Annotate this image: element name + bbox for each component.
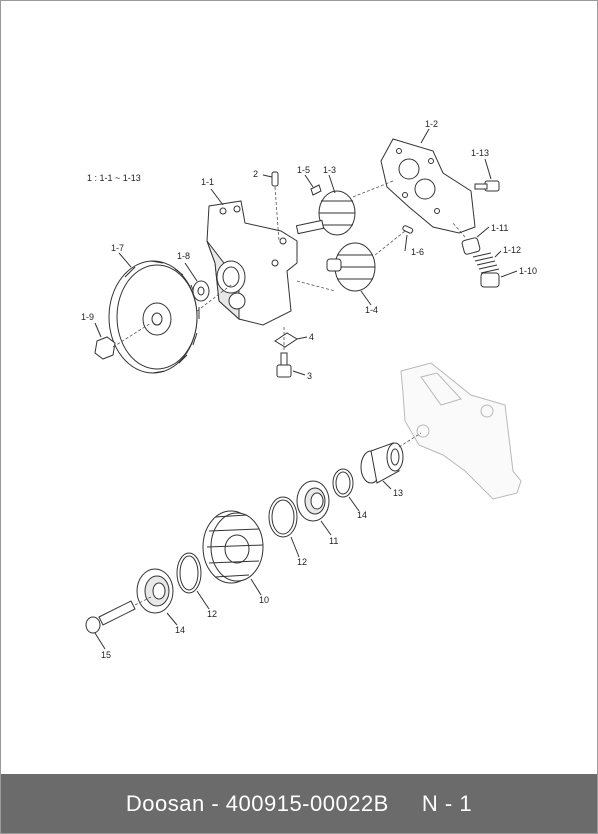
label-1-6: 1-6 <box>411 247 424 257</box>
label-1-7: 1-7 <box>111 243 124 253</box>
plug-1-10 <box>480 272 500 288</box>
label-1-3: 1-3 <box>323 165 336 175</box>
driven-gear-1-4 <box>296 230 406 292</box>
label-1-13: 1-13 <box>471 148 489 158</box>
bearing-11 <box>296 480 330 522</box>
nut-1-9 <box>94 322 152 360</box>
label-1-11: 1-11 <box>491 223 508 233</box>
washer-1-8 <box>192 280 210 302</box>
key-1-5 <box>310 184 322 196</box>
label-1-2: 1-2 <box>425 119 438 129</box>
idler-gear-10 <box>202 510 264 584</box>
relief-valve-1-11 <box>461 237 481 255</box>
footer-bar: Doosan - 400915-00022B N - 1 <box>1 774 597 833</box>
label-12-upper: 12 <box>297 557 307 567</box>
label-1-12: 1-12 <box>503 245 521 255</box>
washer-4 <box>274 332 298 348</box>
assembly-note: 1 : 1-1 ~ 1-13 <box>87 173 141 183</box>
label-10: 10 <box>259 595 269 605</box>
label-14-lower: 14 <box>175 625 185 635</box>
pin-2 <box>271 171 280 242</box>
label-14-upper: 14 <box>357 510 367 520</box>
footer-part-reference: Doosan - 400915-00022B N - 1 <box>125 790 473 816</box>
label-2: 2 <box>253 169 258 179</box>
label-15: 15 <box>101 650 111 660</box>
label-3: 3 <box>307 371 312 381</box>
exploded-view-drawing: 1 : 1-1 ~ 1-13 <box>81 119 537 660</box>
label-13: 13 <box>393 488 403 498</box>
pin-1-6 <box>402 225 414 234</box>
snap-ring-14-upper <box>332 468 354 498</box>
label-1-1: 1-1 <box>201 177 214 187</box>
bearing-14-lower <box>136 568 174 614</box>
pump-body-1-1 <box>206 200 298 326</box>
plug-bolt-1-13 <box>474 180 500 192</box>
label-4: 4 <box>309 332 314 342</box>
pump-cover-plate-1-2 <box>380 138 476 234</box>
label-1-10: 1-10 <box>519 266 537 276</box>
label-1-8: 1-8 <box>177 251 190 261</box>
ring-12-lower <box>176 552 202 594</box>
drive-gear-1-3 <box>295 180 394 236</box>
ring-12-upper <box>268 496 298 538</box>
bolt-15 <box>85 596 152 634</box>
label-1-4: 1-4 <box>365 305 378 315</box>
label-12-lower: 12 <box>207 609 217 619</box>
label-1-5: 1-5 <box>297 165 310 175</box>
label-11: 11 <box>329 536 338 546</box>
bolt-3 <box>276 327 292 378</box>
bushing-13 <box>360 432 422 484</box>
label-1-9: 1-9 <box>81 312 94 322</box>
engine-block-outline <box>400 362 522 500</box>
spring-1-12 <box>472 252 500 274</box>
leader-lines <box>94 128 518 650</box>
pump-gear-1-7 <box>108 260 232 374</box>
